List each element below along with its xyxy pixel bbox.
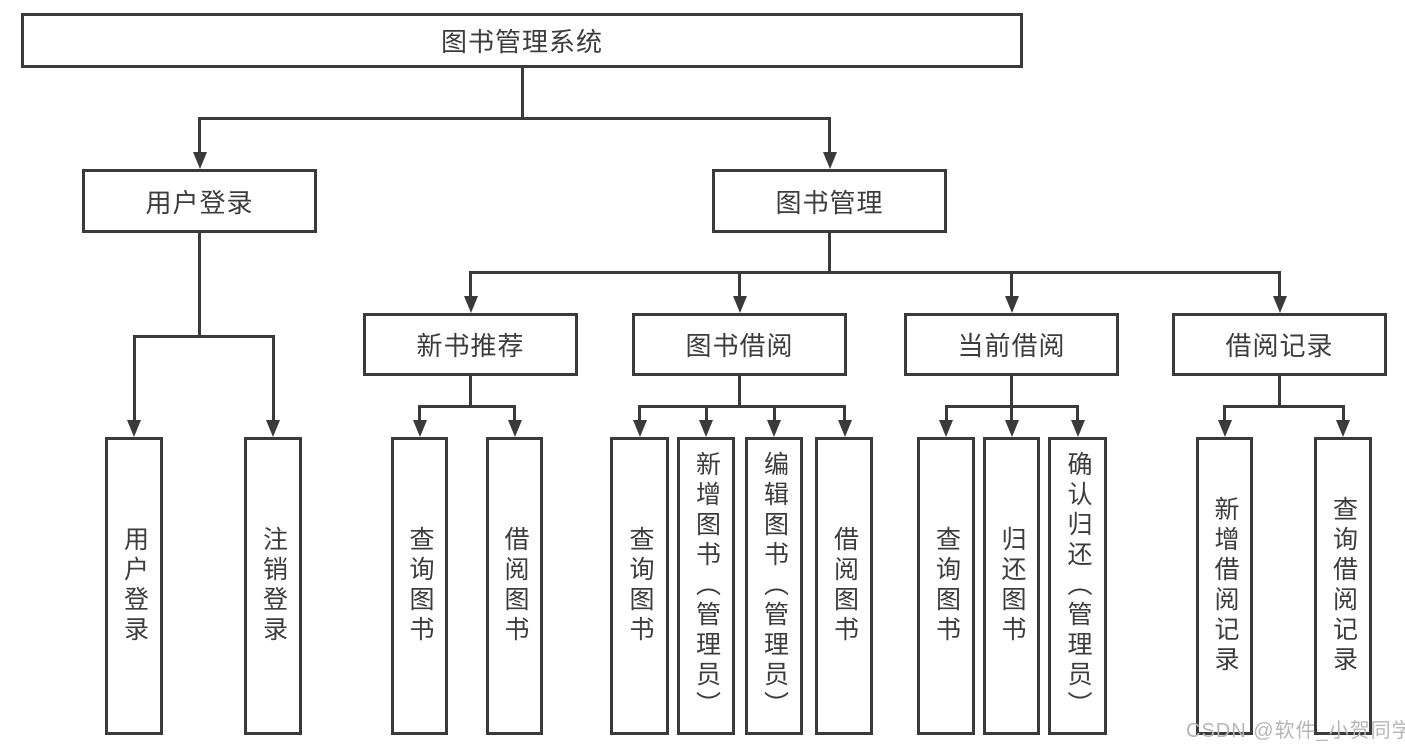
node-current-borrow: 当前借阅 [904,313,1119,376]
arrow-down-icon [1336,420,1350,437]
node-label: 查询图书 [626,526,654,646]
connector-line [469,270,472,297]
node-label: 图书借阅 [685,331,794,361]
connector-line [1278,270,1281,297]
connector-line [520,66,524,119]
connector-line [469,270,1281,274]
node-library-management-system: 图书管理系统 [21,13,1023,68]
node-borrow-book-2: 借阅图书 [815,437,873,735]
connector-line [944,404,948,421]
node-edit-book-admin: 编辑图书（管理员） [745,437,803,735]
node-label: 当前借阅 [957,331,1066,361]
connector-line [418,404,516,408]
connector-line [1076,404,1079,421]
connector-line [704,404,708,421]
connector-line [1223,404,1343,408]
connector-line [738,374,741,407]
arrow-down-icon [1217,420,1232,437]
connector-line [198,116,201,153]
node-borrow-record: 借阅记录 [1172,313,1387,376]
connector-line [132,335,136,420]
arrow-down-icon [507,420,522,437]
node-label: 查询借阅记录 [1329,496,1358,676]
node-query-book-2: 查询图书 [610,437,669,735]
node-return-book: 归还图书 [983,437,1040,735]
node-label: 确认归还（管理员） [1064,451,1092,721]
connector-line [638,404,641,421]
arrow-down-icon [837,420,852,437]
node-label: 用户登录 [120,526,149,646]
node-label: 借阅图书 [501,526,529,646]
connector-line [513,404,516,421]
connector-line [843,404,846,421]
arrow-down-icon [192,152,207,169]
node-new-book-recommend: 新书推荐 [363,313,578,376]
node-label: 注销登录 [259,526,288,646]
arrow-down-icon [632,420,647,437]
connector-line [132,335,275,338]
node-label: 新书推荐 [416,331,525,361]
node-book-management: 图书管理 [712,169,947,233]
arrow-down-icon [767,420,781,437]
node-confirm-return-admin: 确认归还（管理员） [1048,437,1107,735]
connector-line [469,374,472,407]
node-user-login: 用户登录 [82,169,317,233]
connector-line [828,116,831,153]
node-label: 用户登录 [145,187,254,218]
node-borrow-book-1: 借阅图书 [486,437,543,735]
arrow-down-icon [822,152,837,169]
arrow-down-icon [1004,296,1019,313]
node-logout: 注销登录 [244,437,302,735]
arrow-down-icon [463,296,478,313]
arrow-down-icon [1272,296,1287,313]
node-user-login-leaf: 用户登录 [105,437,163,735]
node-add-borrow-record: 新增借阅记录 [1196,437,1253,735]
connector-line [738,270,741,297]
arrow-down-icon [266,420,280,437]
node-label: 新增借阅记录 [1211,496,1239,676]
connector-line [271,335,275,420]
connector-line [198,116,831,120]
connector-line [828,232,831,273]
connector-line [1010,270,1013,297]
node-label: 归还图书 [998,526,1026,646]
node-query-borrow-record: 查询借阅记录 [1314,437,1372,735]
connector-line [772,404,776,421]
node-label: 查询图书 [932,526,961,646]
connector-line [1010,404,1013,421]
node-label: 编辑图书（管理员） [760,451,789,721]
node-label: 图书管理系统 [440,27,603,57]
connector-line [198,232,201,338]
arrow-down-icon [412,420,427,437]
arrow-down-icon [699,420,713,437]
arrow-down-icon [732,296,747,313]
node-label: 借阅记录 [1225,331,1334,361]
arrow-down-icon [127,420,141,437]
node-label: 借阅图书 [830,526,859,646]
node-book-borrow: 图书借阅 [632,313,847,376]
node-query-book-1: 查询图书 [391,437,448,735]
node-label: 新增图书（管理员） [692,451,721,721]
csdn-watermark: CSDN @软件_小贺同学 [1186,720,1405,742]
node-label: 查询图书 [406,526,434,646]
connector-line [1223,404,1226,421]
connector-line [638,404,846,408]
connector-line [1010,374,1013,407]
node-query-book-3: 查询图书 [917,437,975,735]
arrow-down-icon [1070,420,1085,437]
node-add-book-admin: 新增图书（管理员） [677,437,735,735]
connector-line [1278,374,1281,407]
arrow-down-icon [1004,420,1019,437]
arrow-down-icon [939,420,953,437]
connector-line [418,404,421,421]
connector-line [1341,404,1345,421]
node-label: 图书管理 [775,187,884,218]
